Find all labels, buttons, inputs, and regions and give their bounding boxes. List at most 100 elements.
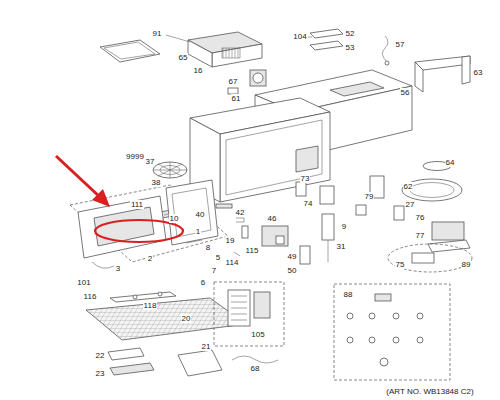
electrical-parts: [322, 214, 334, 240]
callout-number: 114: [225, 258, 240, 267]
transformer: [428, 240, 470, 252]
highlight: [92, 189, 110, 207]
outer-case: [330, 82, 384, 96]
callout-number: 31: [336, 242, 347, 251]
callout-number: 89: [461, 260, 472, 269]
callout-number: 64: [445, 158, 456, 167]
top-brackets: [382, 36, 388, 62]
electrical-parts: [394, 206, 404, 220]
grille: [86, 292, 246, 340]
door-assembly: [186, 240, 202, 243]
highlight: [56, 156, 102, 199]
cavity: [220, 112, 330, 202]
grille: [158, 292, 162, 296]
parts-kit: [380, 358, 388, 366]
callout-number: 53: [345, 43, 356, 52]
callout-number: 73: [300, 174, 311, 183]
turntable: [402, 162, 462, 202]
top-brackets: [385, 61, 389, 65]
callout-number: 68: [250, 364, 261, 373]
callout-number: 88: [343, 290, 354, 299]
callout-number: 37: [145, 157, 156, 166]
grille: [86, 298, 246, 340]
cavity: [296, 146, 318, 172]
top-brackets: [310, 41, 343, 50]
fan-37: [153, 162, 187, 178]
callout-number: 67: [228, 77, 239, 86]
callout-number: 116: [83, 292, 98, 301]
parts-kit: [393, 337, 399, 343]
turntable: [402, 179, 462, 201]
control-panel: [214, 282, 284, 363]
top-plate: [104, 42, 155, 59]
control-panel: [228, 290, 250, 326]
hinge-parts: [234, 252, 240, 256]
side-bracket: [415, 56, 470, 92]
callout-number: 52: [345, 29, 356, 38]
side-bracket: [415, 62, 423, 92]
side-bracket: [462, 56, 470, 84]
transformer: [388, 244, 472, 272]
callout-number: 9999: [125, 152, 145, 161]
callout-number: 9: [341, 222, 347, 231]
grille: [133, 295, 137, 299]
fan-motor: [228, 70, 266, 94]
callout-number: 27: [405, 200, 416, 209]
vent-assembly: [166, 35, 190, 42]
parts-kit: [347, 337, 353, 343]
callout-number: 50: [287, 266, 298, 275]
callout-number: 8: [205, 243, 211, 252]
hinge-parts: [216, 204, 232, 208]
callout-number: 62: [403, 182, 414, 191]
callout-number: 118: [143, 301, 158, 310]
callout-number: 46: [267, 214, 278, 223]
callout-number: 1: [195, 227, 201, 236]
electrical-parts: [356, 205, 366, 215]
highlight: [56, 156, 183, 242]
callout-number: 57: [395, 40, 406, 49]
filters: [108, 348, 222, 376]
callout-number: 76: [415, 213, 426, 222]
callout-number: 42: [235, 208, 246, 217]
fan-motor: [250, 70, 266, 86]
transformer: [388, 222, 472, 272]
callout-number: 19: [225, 236, 236, 245]
callout-number: 115: [245, 246, 260, 255]
callout-number: 40: [195, 210, 206, 219]
callout-number: 77: [415, 231, 426, 240]
callout-number: 104: [292, 32, 307, 41]
callout-number: 74: [303, 199, 314, 208]
callout-number: 56: [400, 88, 411, 97]
parts-kit: [334, 284, 450, 380]
control-panel: [232, 356, 278, 363]
parts-kit: [375, 294, 391, 301]
callout-number: 3: [115, 264, 121, 273]
door-assembly: [166, 180, 218, 245]
fan-37: [153, 162, 187, 178]
callout-number: 79: [364, 192, 375, 201]
callout-number: 49: [287, 252, 298, 261]
top-plate: [100, 40, 160, 62]
filters: [108, 348, 144, 360]
callout-number: 101: [76, 278, 91, 287]
electrical-parts: [328, 240, 329, 262]
callout-number: 23: [95, 369, 106, 378]
callout-number: 6: [200, 278, 206, 287]
parts-kit: [417, 313, 423, 319]
hinge-parts: [242, 226, 248, 238]
parts-kit: [369, 337, 375, 343]
filters: [178, 350, 222, 376]
parts-kit: [334, 284, 450, 380]
top-plate: [100, 40, 160, 62]
callout-number: 5: [215, 253, 221, 262]
electrical-parts: [262, 176, 404, 264]
art-number: (ART NO. WB13848 C2): [385, 387, 474, 396]
callout-number: 65: [178, 53, 189, 62]
parts-kit: [347, 313, 353, 319]
door-assembly: [78, 196, 166, 258]
vent-assembly: [222, 48, 240, 58]
electrical-parts: [300, 246, 310, 264]
callout-number: 2: [147, 254, 153, 263]
control-panel: [214, 282, 284, 346]
